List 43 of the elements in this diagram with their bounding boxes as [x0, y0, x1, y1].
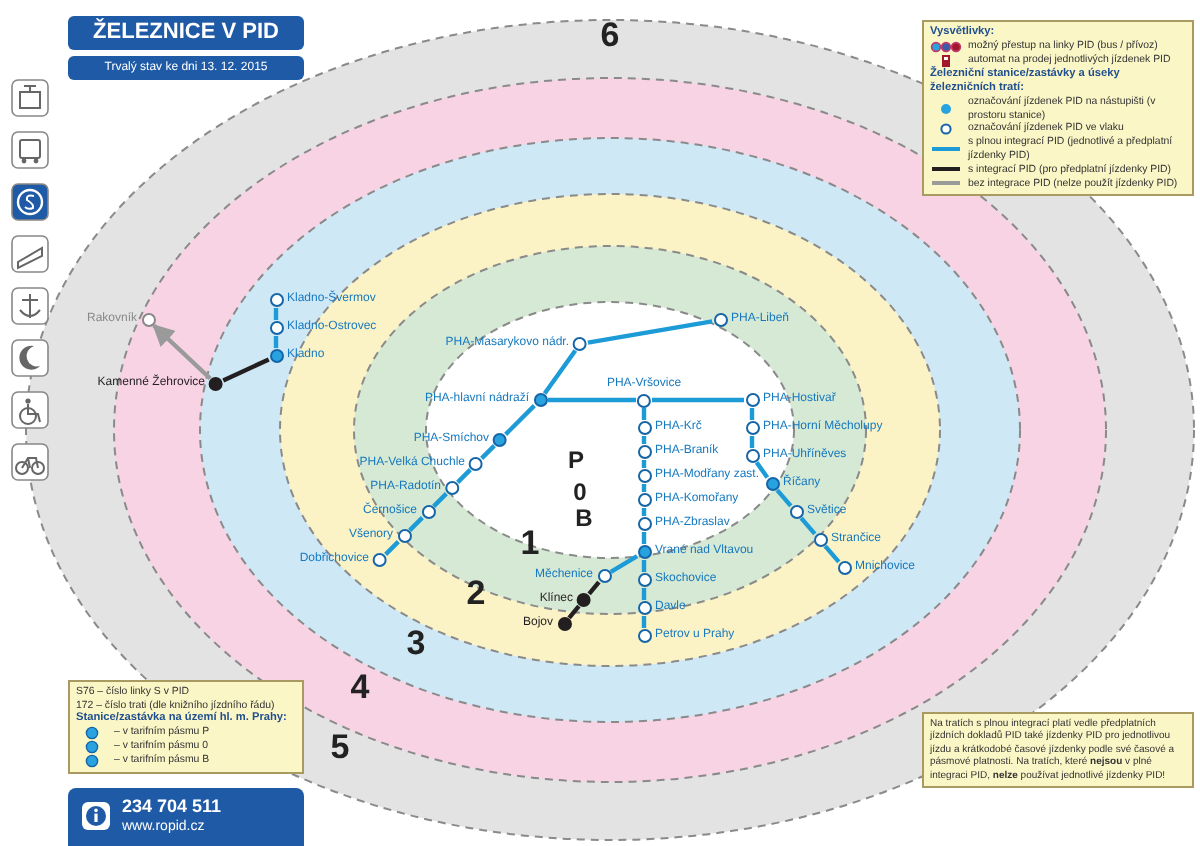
title-banner: ŽELEZNICE V PID: [68, 16, 304, 50]
rail-line: [823, 544, 841, 564]
rail-line: [641, 532, 647, 544]
zone-number: 0: [573, 478, 587, 506]
rail-line: [480, 444, 496, 460]
rail-line: [641, 616, 647, 628]
zone-number: P: [568, 446, 584, 474]
rail-line: [749, 408, 755, 420]
zone-number: 4: [350, 668, 370, 708]
zone-number: 6: [600, 16, 620, 56]
zone-number: 3: [406, 624, 426, 664]
rail-line: [754, 461, 770, 479]
rail-line: [222, 357, 270, 383]
rail-line: [542, 349, 578, 395]
rail-line: [408, 516, 424, 532]
rail-line: [273, 308, 279, 320]
rail-line: [384, 540, 400, 556]
zone-number: 1: [520, 524, 540, 564]
rail-line: [641, 436, 647, 444]
rail-line: [432, 492, 448, 508]
zone-number: B: [575, 504, 593, 532]
rail-line: [567, 604, 581, 620]
rail-line: [775, 488, 793, 508]
rail-line: [641, 484, 647, 492]
rail-line: [641, 560, 647, 572]
rail-line: [504, 404, 536, 436]
rail-line: [152, 323, 212, 381]
zone-number: 2: [466, 574, 486, 614]
rail-line: [641, 460, 647, 468]
phone-number: 234 704 511: [122, 796, 222, 816]
rail-line: [799, 516, 817, 536]
zone-number: 5: [330, 728, 350, 768]
rail-line: [652, 397, 744, 403]
rail-line: [456, 468, 472, 484]
rail-line: [641, 408, 647, 420]
rail-line: [641, 588, 647, 600]
rail-line: [273, 336, 279, 348]
rail-line: [641, 508, 647, 516]
rail-line: [548, 397, 636, 403]
rail-line: [587, 580, 601, 596]
rail-line: [587, 319, 713, 345]
rail-line: [749, 436, 755, 448]
rail-line: [609, 554, 639, 574]
